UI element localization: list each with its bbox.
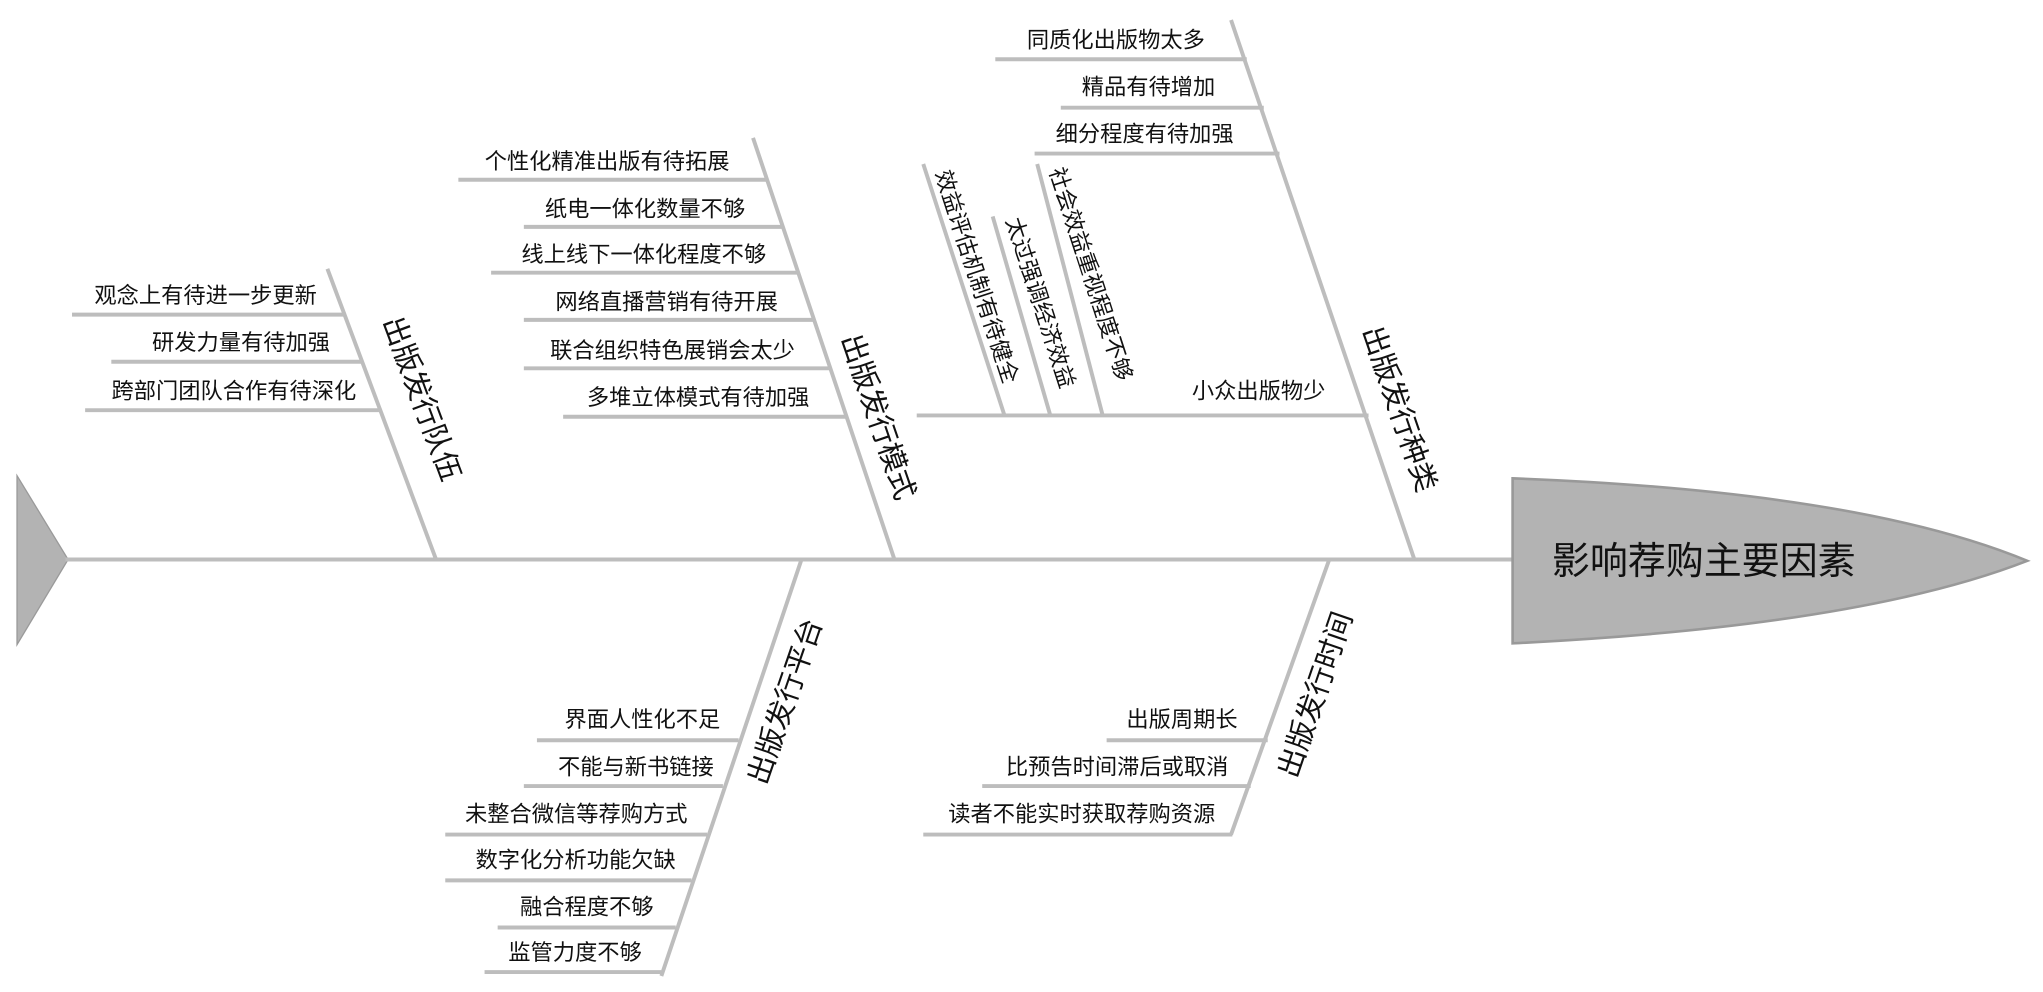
cause: 融合程度不够 [520,894,654,920]
branch-mode: 个性化精准出版有待拓展 纸电一体化数量不够 线上线下一体化程度不够 网络直播营销… [458,137,923,561]
cause: 多堆立体模式有待加强 [587,385,809,411]
fish-tail [16,473,69,648]
cause: 跨部门团队合作有待深化 [111,378,356,404]
branch-team: 观念上有待进一步更新 研发力量有待加强 跨部门团队合作有待深化 出版发行队伍 [72,268,468,561]
head-title: 影响荐购主要因素 [1552,539,1856,583]
cause: 纸电一体化数量不够 [545,196,745,222]
cause: 细分程度有待加强 [1056,122,1234,148]
branch-label: 出版发行种类 [1355,322,1443,496]
branch-kind: 同质化出版物太多 精品有待增加 细分程度有待加强 小众出版物少 效益评估机制有待… [916,19,1444,561]
cause: 比预告时间滞后或取消 [1006,754,1229,780]
cause: 网络直播营销有待开展 [555,289,778,315]
cause: 出版周期长 [1126,707,1237,733]
cause: 观念上有待进一步更新 [94,283,316,309]
branch-label: 出版发行时间 [1271,607,1359,781]
cause: 同质化出版物太多 [1027,27,1205,53]
cause: 数字化分析功能欠缺 [476,847,676,873]
fish-head [1511,476,2031,645]
cause: 精品有待增加 [1082,75,1216,101]
branch-label: 出版发行队伍 [376,312,468,486]
branch-time: 出版周期长 比预告时间滞后或取消 读者不能实时获取荐购资源 出版发行时间 [923,558,1359,837]
cause: 读者不能实时获取荐购资源 [948,801,1215,827]
cause: 界面人性化不足 [565,707,721,733]
cause: 个性化精准出版有待拓展 [485,149,730,175]
cause: 不能与新书链接 [558,754,714,780]
cause: 研发力量有待加强 [152,330,330,356]
cause: 联合组织特色展销会太少 [550,338,795,364]
cause: 小众出版物少 [1192,378,1326,404]
branch-platform: 界面人性化不足 不能与新书链接 未整合微信等荐购方式 数字化分析功能欠缺 融合程… [445,558,829,977]
cause: 监管力度不够 [508,940,642,966]
cause: 线上线下一体化程度不够 [521,242,766,268]
cause: 未整合微信等荐购方式 [465,801,688,827]
